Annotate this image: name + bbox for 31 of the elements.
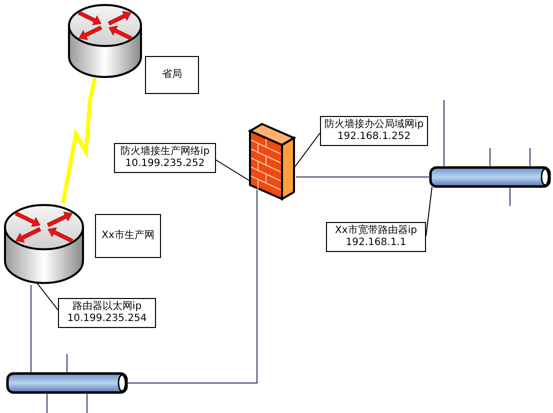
label-text: 防火墙接办公局域网ip <box>324 119 424 131</box>
router-drawing <box>67 3 143 79</box>
firewall-drawing <box>248 123 296 201</box>
network-cable <box>296 176 430 178</box>
label-box <box>320 116 428 146</box>
leader-line <box>36 282 58 310</box>
leader-line <box>426 186 432 236</box>
ip-address: 10.199.235.252 <box>125 158 205 170</box>
network-drop-line <box>86 394 88 413</box>
label-box <box>58 298 156 328</box>
label-text: 路由器以太网ip <box>72 301 142 313</box>
network-drop-line <box>46 394 48 413</box>
label-box <box>95 214 161 258</box>
ip-address: 192.168.1.252 <box>337 131 411 143</box>
network-bus-drawing <box>6 372 128 394</box>
label-text: 防火墙接生产网络ip <box>120 146 210 158</box>
network-bus-drawing <box>429 166 551 188</box>
router-drawing <box>3 203 85 285</box>
label-text: 省局 <box>162 69 182 81</box>
ip-address: 10.199.235.254 <box>67 313 147 325</box>
label-text: Xx市宽带路由器ip <box>335 225 417 237</box>
network-cable <box>30 284 32 372</box>
ip-address: 192.168.1.1 <box>346 237 406 249</box>
leader-line <box>216 160 250 182</box>
network-drop-line <box>66 354 68 372</box>
lightning-link <box>61 78 97 204</box>
label-box <box>326 222 426 252</box>
label-box <box>114 143 216 173</box>
label-text: Xx市生产网 <box>102 230 154 242</box>
label-box <box>145 56 199 94</box>
network-cable <box>128 190 258 384</box>
